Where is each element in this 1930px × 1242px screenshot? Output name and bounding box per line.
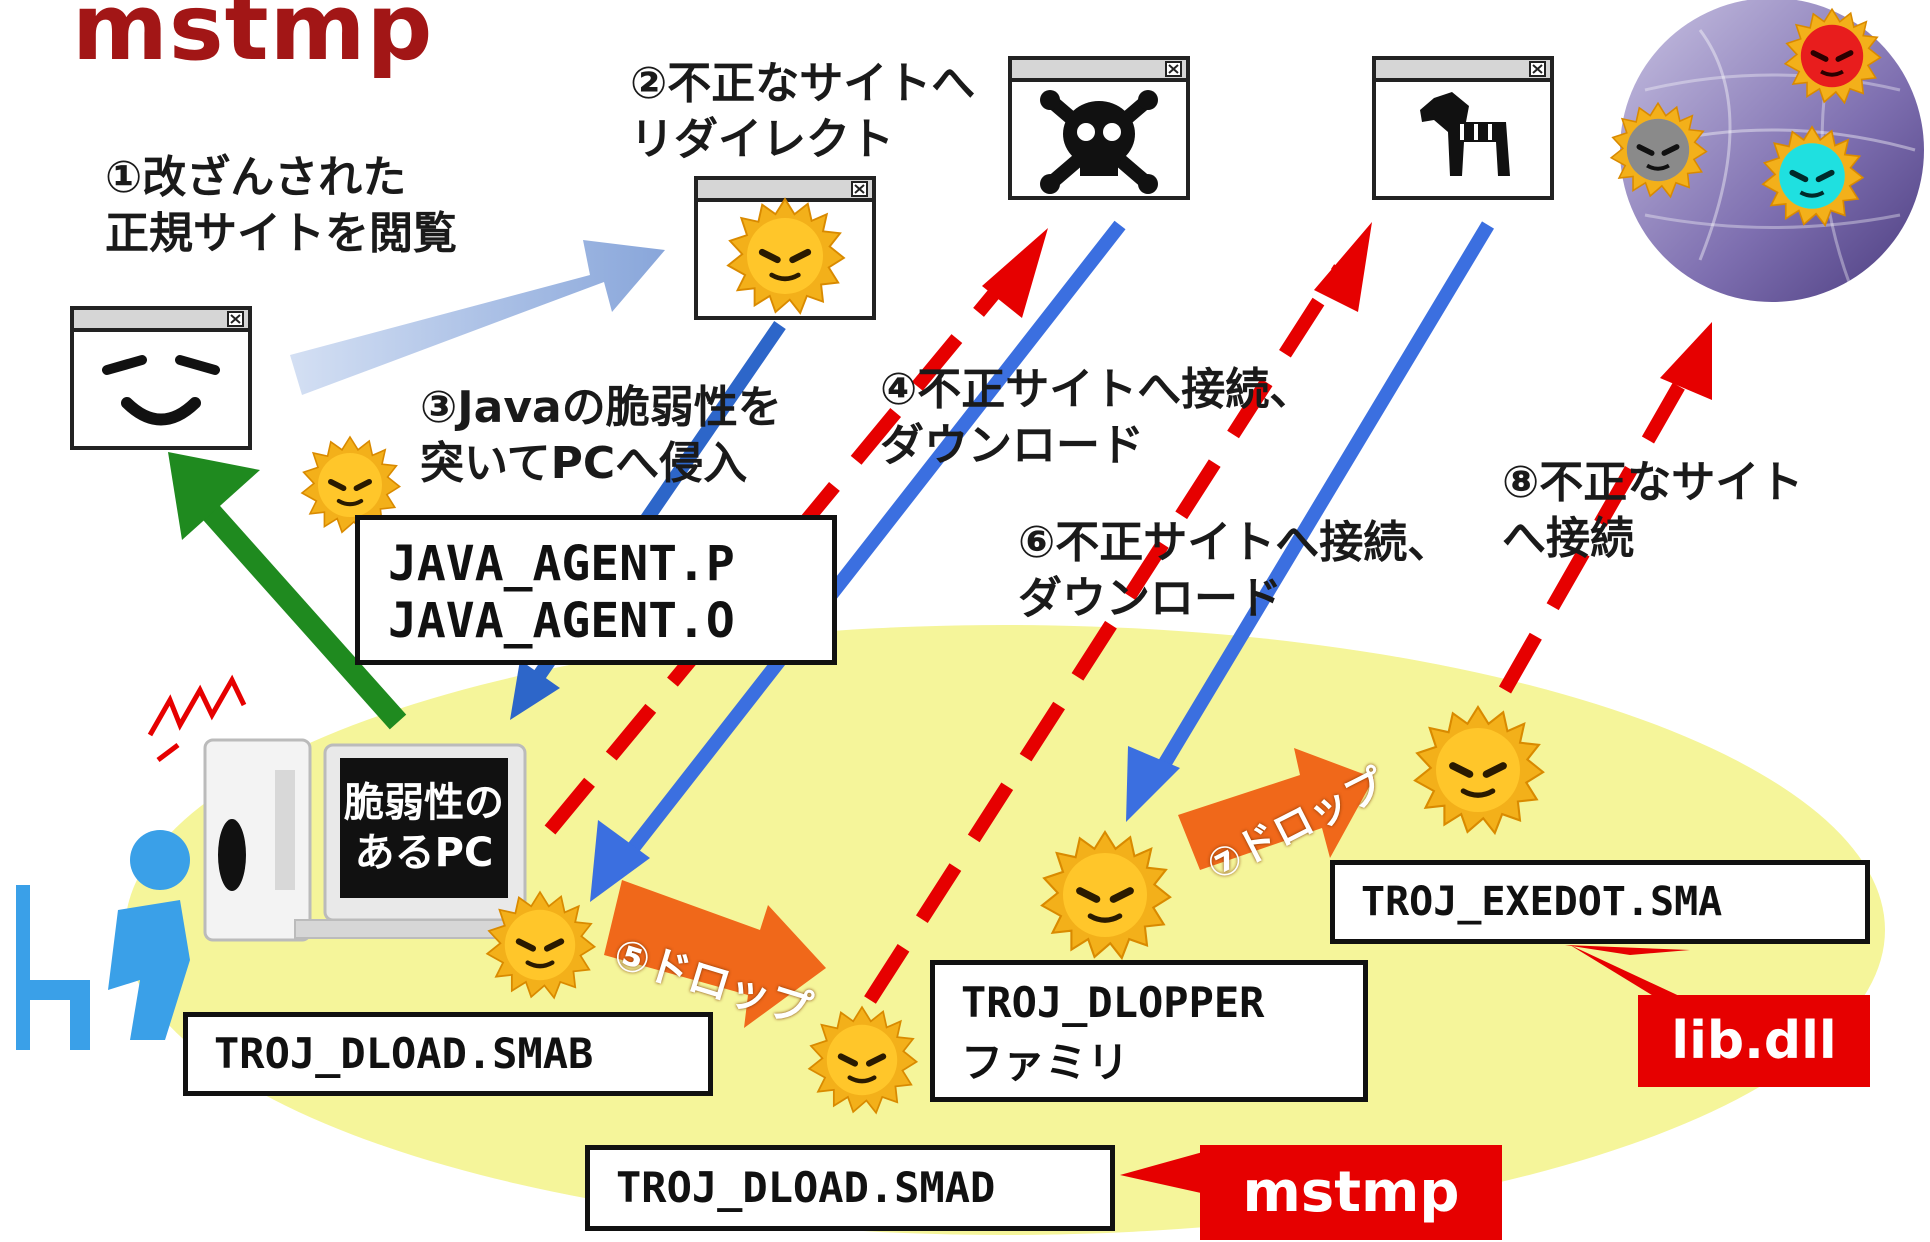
step8-label: ⑧不正なサイト へ接続: [1502, 457, 1804, 564]
lib-dll-tag: lib.dll: [1638, 995, 1870, 1087]
step2-label: ②不正なサイトへ リダイレクト: [630, 58, 976, 165]
malicious-site-window: [1008, 56, 1190, 200]
arrow-to-internet: [1498, 366, 1695, 694]
troj-dload-smad-label: TROJ_DLOAD.SMAD: [585, 1145, 1115, 1231]
lib-dll-tag-pointer-2: [1570, 945, 1688, 1000]
tampered-site-window: [70, 306, 252, 450]
troj-exedot-label: TROJ_EXEDOT.SMA: [1330, 860, 1870, 944]
alert-zigzag: [147, 674, 247, 762]
drop-arrow-7: [1178, 748, 1374, 870]
arrow-download-2: [1143, 221, 1495, 792]
devil-face-icon: [102, 355, 220, 426]
page-title: mstmp: [72, 0, 434, 81]
mstmp-tag: mstmp: [1200, 1145, 1502, 1240]
blue-arrowhead-1: [510, 660, 560, 720]
step6-label: ⑥不正サイトへ接続、 ダウンロード: [1018, 517, 1452, 624]
browse-arrow: [290, 240, 665, 395]
vulnerable-pc: [203, 738, 551, 942]
arrow-download-1: [610, 220, 1126, 875]
pc-screen-label: 脆弱性の あるPC: [344, 780, 504, 876]
troj-dload-smab-label: TROJ_DLOAD.SMAB: [183, 1012, 713, 1096]
blue-arrowhead-3: [1126, 746, 1180, 822]
trojan-site-window: [1372, 56, 1554, 200]
redirect-site-window: [694, 176, 876, 320]
trojan-horse-icon: [1420, 92, 1510, 176]
drop-arrow-5: [604, 880, 826, 1028]
step3-label: ③Javaの脆弱性を 突いてPCへ侵入: [420, 382, 782, 489]
skull-crossbones-icon: [1040, 90, 1158, 194]
step1-label: ①改ざんされた 正規サイトを閲覧: [105, 152, 457, 259]
arrow-to-malicious-site: [544, 267, 1018, 835]
blue-arrowhead-2: [590, 820, 650, 902]
arrow-to-trojan-site: [864, 264, 1346, 1004]
red-arrowhead-3: [1660, 322, 1712, 400]
mstmp-tag-pointer: [1120, 1150, 1210, 1195]
troj-dlopper-label: TROJ_DLOPPER ファミリ: [930, 960, 1368, 1102]
java-agent-label: JAVA_AGENT.P JAVA_AGENT.O: [355, 515, 837, 665]
green-arrow: [168, 452, 407, 730]
lib-dll-tag-pointer: [1565, 945, 1690, 955]
cyan-virus-icon: [1763, 127, 1863, 225]
step4-label: ④不正サイトへ接続、 ダウンロード: [880, 364, 1314, 471]
red-dashed-arrows: [544, 264, 1695, 1004]
red-virus-icon: [1785, 9, 1880, 103]
user-at-pc-icon: [16, 830, 190, 1050]
red-arrowhead-1: [982, 228, 1048, 318]
gray-virus-icon: [1611, 103, 1706, 197]
red-arrowhead-2: [1314, 222, 1372, 312]
